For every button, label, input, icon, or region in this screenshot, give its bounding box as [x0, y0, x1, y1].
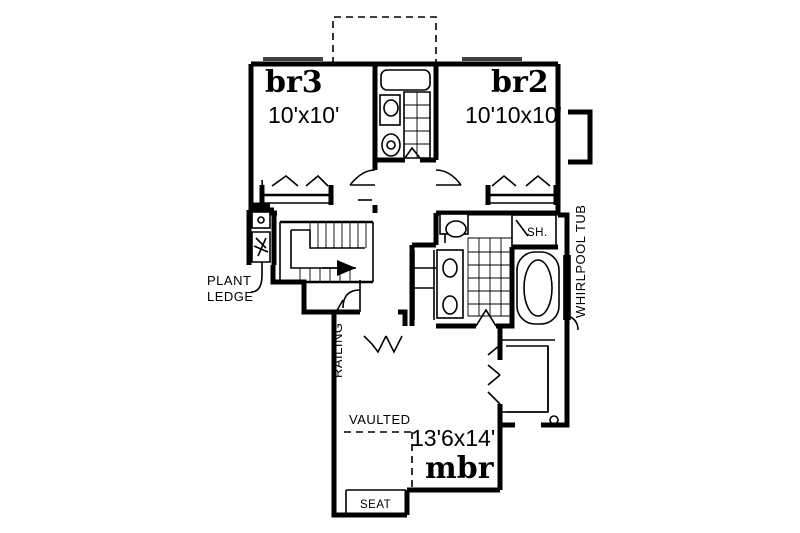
plant-ledge — [250, 211, 271, 293]
br2-dims: 10'10x10' — [465, 102, 562, 128]
railing-label: RAILING — [330, 322, 345, 378]
br3-walls — [259, 64, 378, 205]
br2-walls — [433, 174, 559, 245]
walk-in-closet — [487, 326, 559, 425]
stair — [271, 213, 374, 284]
hall-doors — [349, 169, 462, 201]
plant-ledge-label-2: LEDGE — [207, 289, 254, 304]
mbr-dims: 13'6x14' — [411, 425, 495, 451]
dashed-deck-outline — [332, 16, 437, 64]
br3-dims: 10'x10' — [268, 102, 339, 128]
shower-label: SH. — [527, 227, 548, 239]
br3-name: br3 — [265, 65, 323, 100]
master-bath — [409, 213, 579, 331]
plant-ledge-label-1: PLANT — [207, 273, 251, 288]
whirlpool-tub-label: WHIRLPOOL TUB — [573, 205, 588, 318]
vaulted-label: VAULTED — [349, 412, 411, 427]
mbr-name: mbr — [425, 451, 495, 486]
mbr-details — [335, 280, 413, 515]
seat-label: SEAT — [360, 499, 391, 511]
windows — [263, 57, 571, 320]
br2-name: br2 — [491, 65, 549, 100]
hall-bath — [375, 64, 439, 163]
